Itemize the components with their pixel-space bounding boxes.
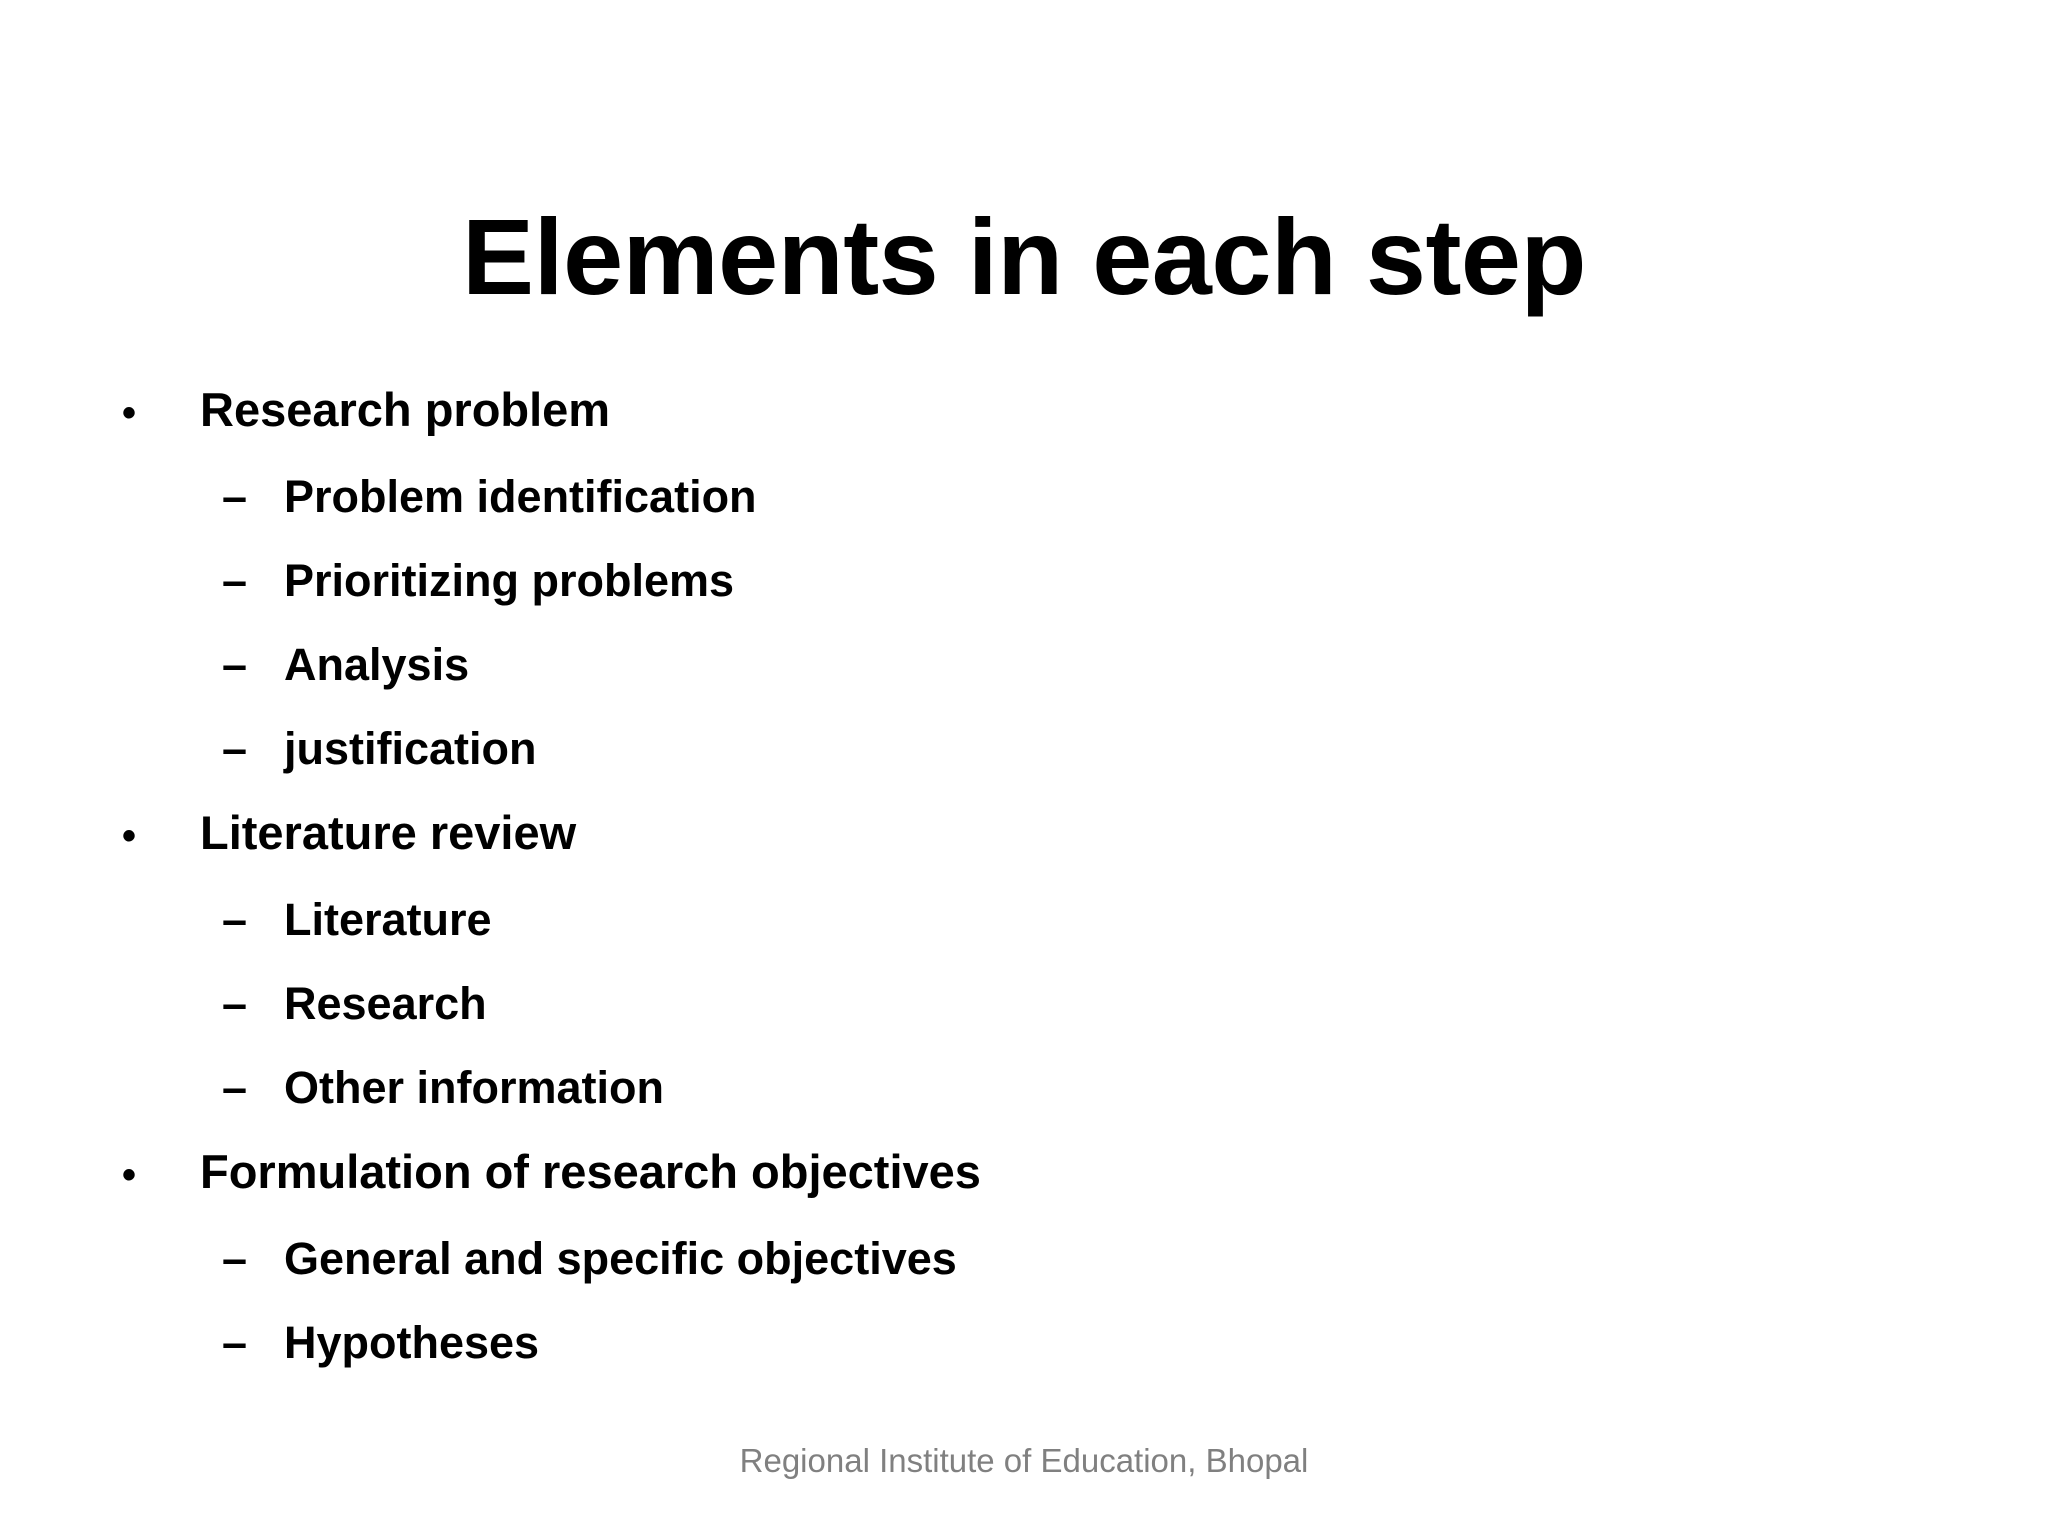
slide-footer: Regional Institute of Education, Bhopal xyxy=(739,1442,1309,1479)
page-title: Elements in each step xyxy=(462,196,1586,318)
list-item: – Prioritizing problems xyxy=(104,539,1864,623)
bullet-dash-icon: – xyxy=(222,471,248,522)
bullet-dash-icon: – xyxy=(222,1317,248,1368)
list-item: – Research xyxy=(104,962,1864,1046)
bullet-dash-icon: – xyxy=(222,1062,248,1113)
list-item: – Hypotheses xyxy=(104,1301,1864,1385)
bullet-dot-icon: • xyxy=(122,814,137,858)
list-item: • Formulation of research objectives xyxy=(104,1130,1864,1217)
list-item-label: Hypotheses xyxy=(284,1317,540,1368)
list-item: – Literature xyxy=(104,878,1864,962)
list-item-label: justification xyxy=(284,723,537,774)
bullet-dash-icon: – xyxy=(222,1233,248,1284)
list-item-label: Literature xyxy=(284,894,492,945)
list-item: – Problem identification xyxy=(104,455,1864,539)
list-item-label: Problem identification xyxy=(284,471,757,522)
list-item: • Research problem xyxy=(104,368,1864,455)
bullet-dash-icon: – xyxy=(222,978,248,1029)
bullet-dot-icon: • xyxy=(122,1153,137,1197)
list-item-label: General and specific objectives xyxy=(284,1233,957,1284)
list-item-label: Research problem xyxy=(200,383,611,436)
bullet-dot-icon: • xyxy=(122,391,137,435)
list-item-label: Literature review xyxy=(200,806,577,859)
list-item: • Literature review xyxy=(104,791,1864,878)
list-item-label: Research xyxy=(284,978,487,1029)
list-item: – justification xyxy=(104,707,1864,791)
list-item-label: Formulation of research objectives xyxy=(200,1145,981,1198)
list-item-label: Prioritizing problems xyxy=(284,555,735,606)
list-item: – General and specific objectives xyxy=(104,1217,1864,1301)
list-item: – Analysis xyxy=(104,623,1864,707)
list-item-label: Analysis xyxy=(284,639,470,690)
bullet-dash-icon: – xyxy=(222,555,248,606)
list-item-label: Other information xyxy=(284,1062,664,1113)
bullet-dash-icon: – xyxy=(222,894,248,945)
bullet-dash-icon: – xyxy=(222,723,248,774)
content-bullet-list: • Research problem – Problem identificat… xyxy=(104,368,1864,1385)
bullet-dash-icon: – xyxy=(222,639,248,690)
list-item: – Other information xyxy=(104,1046,1864,1130)
